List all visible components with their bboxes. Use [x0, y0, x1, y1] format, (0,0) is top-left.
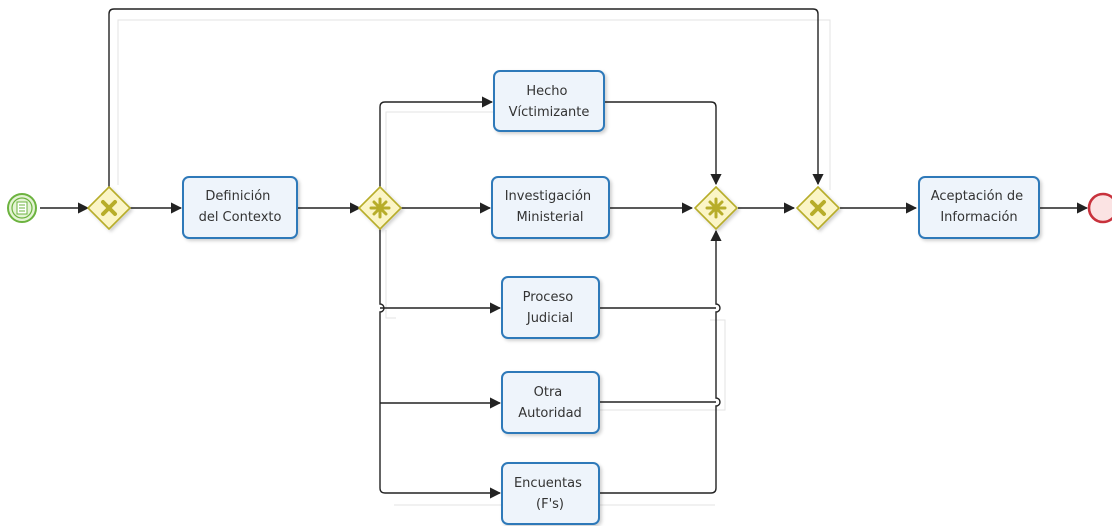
- asterisk-icon: [705, 197, 727, 219]
- task-label-line: Aceptación de: [931, 189, 1023, 204]
- exclusive-gateway-merge[interactable]: [795, 185, 841, 231]
- task-hecho-victimizante[interactable]: Hecho Víctimizante: [493, 70, 605, 132]
- document-icon: [16, 201, 28, 215]
- task-label-line: Proceso: [523, 290, 574, 305]
- sequence-flows: [40, 8, 1089, 499]
- flow-split-to-hecho: [379, 96, 494, 188]
- svg-text:Proceso Judicial: Proceso Judicial: [523, 290, 578, 326]
- exclusive-gateway-split[interactable]: [86, 185, 132, 231]
- task-label-line: Autoridad: [518, 406, 582, 421]
- x-icon: [101, 200, 117, 216]
- task-label-line: Otra: [534, 385, 563, 400]
- parallel-gateway-split[interactable]: [357, 185, 403, 231]
- svg-text:Encuentas (F's): Encuentas (F's): [514, 476, 586, 512]
- task-label-line: Ministerial: [516, 210, 583, 225]
- task-label-line: Víctimizante: [509, 105, 590, 120]
- svg-text:Otra Autoridad: Otra Autoridad: [518, 385, 582, 421]
- svg-text:Investigación Ministeria: Investigación Ministerial: [505, 189, 596, 225]
- start-event[interactable]: [7, 193, 37, 223]
- flow-hecho-to-join: [605, 101, 722, 186]
- end-event[interactable]: [1087, 192, 1112, 224]
- task-otra-autoridad[interactable]: Otra Autoridad: [501, 371, 600, 434]
- background-guides: [117, 19, 831, 506]
- parallel-gateway-join[interactable]: [693, 185, 739, 231]
- x-icon: [810, 200, 826, 216]
- task-label-line: Definición: [205, 189, 270, 204]
- flow-bottom-branches-to-join: [600, 229, 722, 494]
- task-label-line: Hecho: [526, 84, 567, 99]
- flow-xor-loop-to-xor-merge: [108, 8, 824, 187]
- task-label-line: Investigación: [505, 189, 591, 204]
- asterisk-icon: [369, 197, 391, 219]
- task-aceptacion-de-informacion[interactable]: Aceptación de Información: [918, 176, 1040, 239]
- svg-text:Definición del Contexto: Definición del Contexto: [199, 189, 282, 225]
- task-proceso-judicial[interactable]: Proceso Judicial: [501, 276, 600, 339]
- flow-split-to-proceso: [379, 229, 502, 499]
- svg-text:Hecho Víctimizante: Hecho Víctimizante: [509, 84, 590, 120]
- task-label-line: Información: [940, 210, 1017, 225]
- svg-text:Aceptación de Informació: Aceptación de Información: [931, 189, 1028, 225]
- task-label-line: Encuentas: [514, 476, 582, 491]
- task-label-line: Judicial: [526, 311, 573, 326]
- task-definicion-del-contexto[interactable]: Definición del Contexto: [182, 176, 298, 239]
- task-label-line: del Contexto: [199, 210, 282, 225]
- task-label-line: (F's): [536, 497, 564, 512]
- task-investigacion-ministerial[interactable]: Investigación Ministerial: [491, 176, 610, 239]
- task-encuentas[interactable]: Encuentas (F's): [501, 462, 600, 525]
